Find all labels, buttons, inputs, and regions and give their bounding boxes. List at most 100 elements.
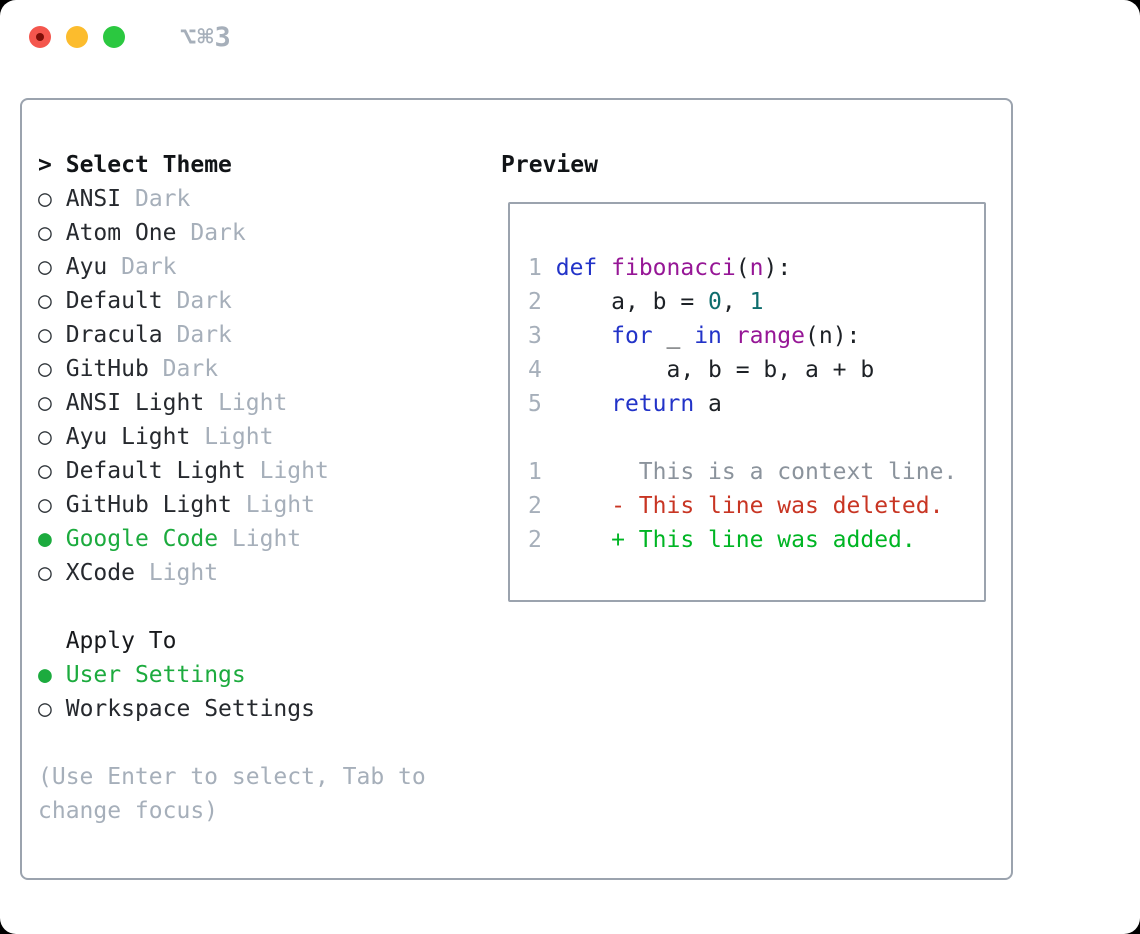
close-button[interactable] [29, 26, 51, 48]
spacer-row [38, 590, 426, 624]
line-number: 2 [528, 527, 542, 553]
apply-to-option[interactable]: ● User Settings [38, 658, 426, 692]
code-line: 4 a, b = b, a + b [528, 353, 957, 387]
theme-name: Default Light [65, 458, 246, 484]
theme-name: ANSI Light [65, 390, 205, 416]
theme-option[interactable]: ○ Ayu Light Light [38, 420, 426, 454]
code-token-num: 0 [708, 289, 722, 315]
theme-option[interactable]: ○ Atom One Dark [38, 216, 426, 250]
minimize-button[interactable] [66, 26, 88, 48]
line-number: 4 [528, 357, 542, 383]
theme-variant-label: Dark [190, 220, 246, 246]
code-token-pl: a, b = b, a + b [541, 357, 875, 383]
diff-line: 1 This is a context line. [528, 455, 957, 489]
theme-variant-label: Light [218, 390, 288, 416]
theme-name: GitHub Light [65, 492, 232, 518]
focus-dot-icon [36, 33, 44, 41]
theme-name: XCode [65, 560, 135, 586]
theme-option[interactable]: ○ XCode Light [38, 556, 426, 590]
radio-unselected-icon: ○ [38, 356, 52, 382]
theme-name: Ayu Light [65, 424, 191, 450]
preview-title: Preview [501, 152, 598, 178]
help-text: (Use Enter to select, Tab to [38, 764, 426, 790]
code-line [528, 421, 957, 455]
line-number: 1 [528, 255, 542, 281]
line-number: 2 [528, 493, 542, 519]
theme-option[interactable]: ○ GitHub Light Light [38, 488, 426, 522]
diff-line: 2 - This line was deleted. [528, 489, 957, 523]
code-token-kw: in [694, 323, 722, 349]
theme-variant-label: Light [148, 560, 219, 586]
radio-unselected-icon: ○ [38, 390, 52, 416]
apply-to-title: Apply To [38, 628, 177, 654]
code-token-kw: return [611, 391, 695, 417]
theme-option[interactable]: ○ ANSI Light Light [38, 386, 426, 420]
theme-variant-label: Light [245, 492, 315, 518]
code-token-pl [597, 255, 611, 281]
theme-variant-label: Light [231, 526, 302, 552]
cursor-caret-icon: > [38, 152, 52, 178]
theme-option[interactable]: ○ Ayu Dark [38, 250, 426, 284]
line-number: 3 [528, 323, 542, 349]
radio-unselected-icon: ○ [38, 424, 52, 450]
radio-unselected-icon: ○ [38, 696, 52, 722]
app-frame: > Select Theme○ ANSI Dark○ Atom One Dark… [20, 98, 1013, 880]
code-line: 1 def fibonacci(n): [528, 251, 957, 285]
code-token-pl [542, 255, 556, 281]
theme-option[interactable]: ○ Default Light Light [38, 454, 426, 488]
code-token-add: + This line was added. [541, 527, 916, 553]
radio-selected-icon: ● [38, 662, 52, 688]
theme-variant-label: Dark [134, 186, 191, 212]
apply-to-option[interactable]: ○ Workspace Settings [38, 692, 426, 726]
apply-to-header: Apply To [38, 624, 426, 658]
code-token-pl: (n): [805, 323, 861, 349]
select-theme-title: Select Theme [65, 152, 232, 178]
help-text-line: change focus) [38, 794, 426, 828]
theme-option[interactable]: ○ Dracula Dark [38, 318, 426, 352]
line-number: 2 [528, 289, 542, 315]
code-token-pl: a, b = [541, 289, 709, 315]
code-token-kw: def [555, 255, 598, 281]
diff-line: 2 + This line was added. [528, 523, 957, 557]
code-token-ctx: This is a context line. [541, 459, 958, 485]
code-token-pl [542, 391, 611, 417]
radio-unselected-icon: ○ [38, 220, 52, 246]
code-token-del: - This line was deleted. [541, 493, 944, 519]
select-theme-header: > Select Theme [38, 148, 426, 182]
code-token-fn: range [735, 323, 806, 349]
radio-unselected-icon: ○ [38, 458, 52, 484]
titlebar: ⌥⌘3 [29, 22, 232, 53]
code-line: 2 a, b = 0, 1 [528, 285, 957, 319]
theme-option[interactable]: ○ ANSI Dark [38, 182, 426, 216]
theme-name: Ayu [65, 254, 108, 280]
code-token-pl: ( [735, 255, 750, 281]
apply-option-name: Workspace Settings [65, 696, 315, 722]
theme-option[interactable]: ○ GitHub Dark [38, 352, 426, 386]
apply-option-name: User Settings [65, 662, 246, 688]
radio-unselected-icon: ○ [38, 186, 52, 212]
theme-variant-label: Light [259, 458, 329, 484]
help-text-line: (Use Enter to select, Tab to [38, 760, 426, 794]
code-line: 5 return a [528, 387, 957, 421]
code-token-pl: a [694, 391, 722, 417]
theme-selector-panel: > Select Theme○ ANSI Dark○ Atom One Dark… [38, 148, 426, 828]
code-token-kw: for [611, 323, 653, 349]
radio-unselected-icon: ○ [38, 492, 52, 518]
code-token-fn: fibonacci [611, 255, 736, 281]
theme-variant-label: Dark [121, 254, 177, 280]
theme-option[interactable]: ● Google Code Light [38, 522, 426, 556]
code-token-pl: ): [763, 255, 792, 281]
theme-variant-label: Dark [162, 356, 219, 382]
spacer-row [38, 726, 426, 760]
theme-option[interactable]: ○ Default Dark [38, 284, 426, 318]
theme-name: Google Code [65, 526, 219, 552]
maximize-button[interactable] [103, 26, 125, 48]
code-token-pl: , [721, 289, 750, 315]
theme-variant-label: Light [204, 424, 274, 450]
radio-unselected-icon: ○ [38, 560, 52, 586]
theme-variant-label: Dark [176, 288, 232, 314]
code-token-fn: n [749, 255, 764, 281]
window-shortcut-label: ⌥⌘3 [180, 21, 232, 53]
